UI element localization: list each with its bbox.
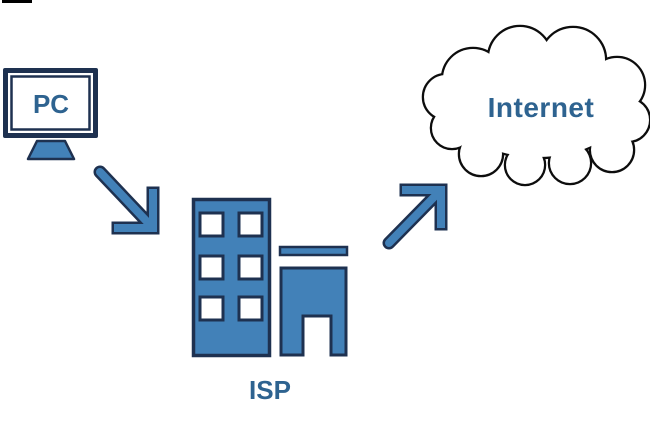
isp-label: ISP xyxy=(249,375,291,405)
building-roof-bar xyxy=(278,245,349,257)
building-window xyxy=(237,211,264,238)
building-window xyxy=(237,254,264,281)
monitor-icon xyxy=(3,68,98,161)
monitor-stand xyxy=(26,139,76,161)
building-window xyxy=(198,254,225,281)
corner-mark xyxy=(2,0,32,3)
arrow-down-right-icon xyxy=(93,165,160,235)
internet-label: Internet xyxy=(487,92,595,123)
pc-label: PC xyxy=(32,89,70,119)
arrow-up-right-icon xyxy=(382,183,448,250)
building-window xyxy=(237,295,264,322)
monitor-screen xyxy=(10,75,91,131)
office-building-icon xyxy=(191,197,349,358)
building-annex-with-door xyxy=(279,266,348,357)
building-window xyxy=(198,211,225,238)
building-window xyxy=(198,295,225,322)
